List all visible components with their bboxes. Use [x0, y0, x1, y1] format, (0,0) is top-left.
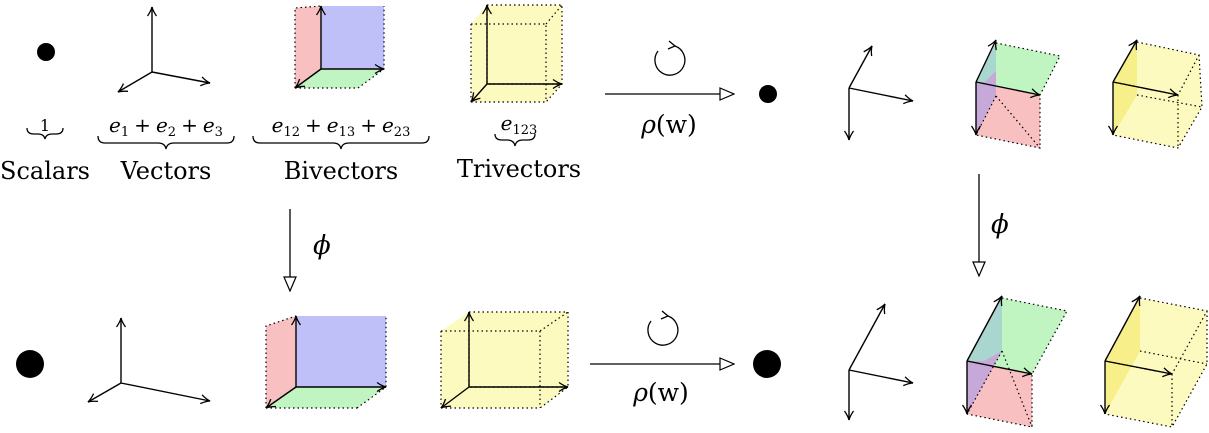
bivectors-label: Bivectors — [284, 157, 398, 185]
bottom-rho-label: ρ(w) — [632, 378, 689, 407]
rotation-icon — [654, 40, 686, 76]
rotation-icon — [647, 310, 679, 346]
rotated-bivector-box-icon — [961, 295, 1068, 428]
trivector-basis: e123 — [501, 111, 538, 138]
rotated-scalar-dot-icon — [759, 85, 777, 103]
scalar-brace — [26, 127, 64, 140]
left-phi-label: ϕ — [313, 231, 331, 261]
bivector-brace — [252, 135, 430, 150]
trivector-brace — [494, 133, 536, 147]
bivector-box-icon — [265, 315, 387, 409]
trivector-cube-icon — [470, 4, 563, 103]
axes-icon — [117, 6, 211, 93]
top-rho-label: ρ(w) — [640, 110, 697, 139]
right-phi-label: ϕ — [991, 210, 1009, 240]
rotated-trivector-cube-icon — [1107, 39, 1203, 149]
trivectors-label: Trivectors — [457, 155, 581, 183]
bivector-basis: e12+e13+e23 — [272, 113, 411, 140]
rotated-axes-icon — [843, 45, 914, 141]
trivector-box-icon — [440, 311, 569, 409]
scalar-dot-icon — [37, 43, 55, 61]
rotated-scalar-dot-large-icon — [753, 350, 781, 378]
grade-underbraces — [26, 127, 536, 150]
bivector-cube-icon — [294, 5, 385, 89]
vector-basis: e1+e2+e3 — [109, 113, 223, 140]
vector-brace — [97, 135, 235, 150]
rotated-axes-large-icon — [843, 303, 914, 421]
scalars-label: Scalars — [0, 157, 90, 185]
vectors-label: Vectors — [120, 157, 212, 185]
scalar-dot-large-icon — [16, 350, 44, 378]
scalar-basis: 1 — [40, 116, 50, 135]
rotated-bivector-cube-icon — [970, 39, 1061, 149]
rotated-trivector-box-icon — [1099, 295, 1208, 428]
axes-large-icon — [87, 317, 211, 405]
